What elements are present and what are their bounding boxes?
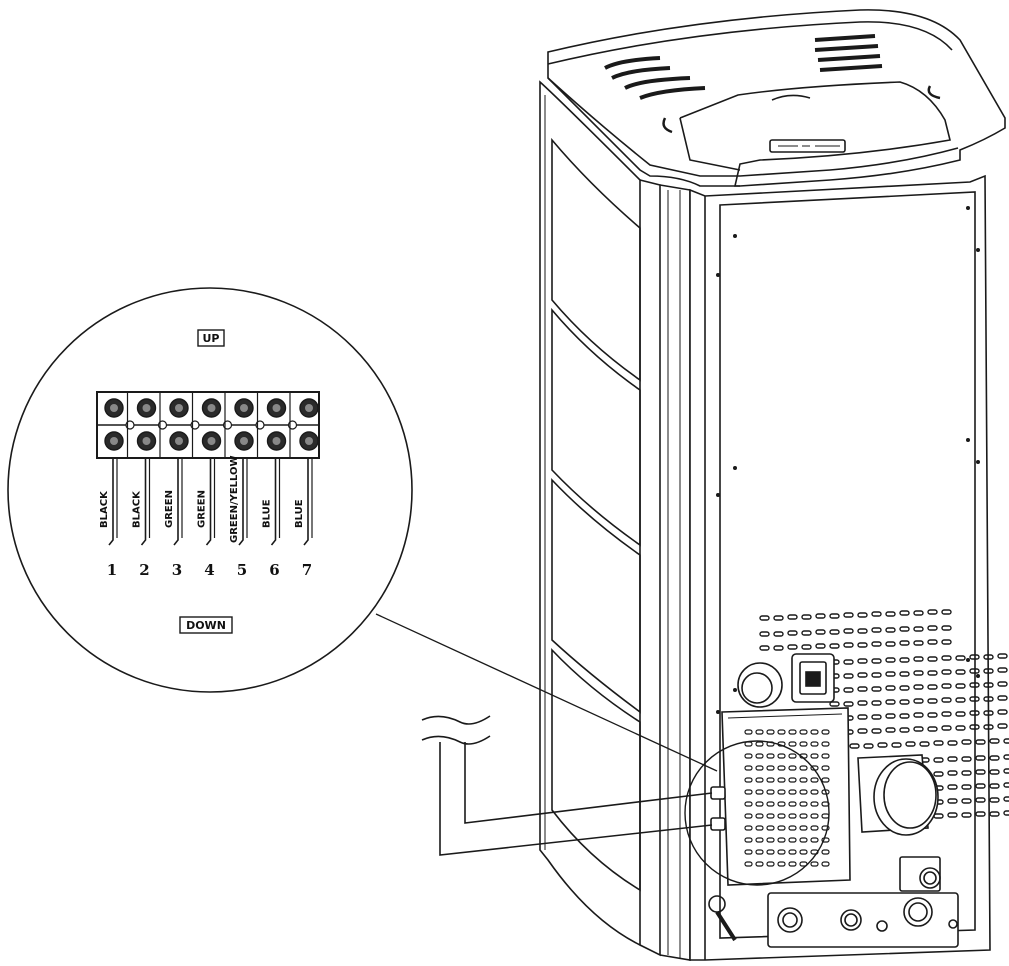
wire	[108, 458, 114, 546]
wire-color-label: BLUE	[262, 499, 273, 528]
wire-color-label: BLACK	[99, 490, 110, 528]
stove-control-knob	[737, 662, 783, 708]
down-label-box	[179, 616, 233, 634]
terminal-number: 6	[269, 561, 279, 579]
terminal-number: 1	[107, 561, 117, 579]
wire-color-label: GREEN/YELLOW	[229, 455, 240, 543]
wire-color-label: BLACK	[132, 490, 143, 528]
power-socket	[791, 653, 835, 703]
wire	[238, 458, 244, 546]
terminal-3: GREEN 3	[159, 392, 200, 579]
wire-color-label: GREEN	[164, 490, 175, 528]
stove-vent-grid	[759, 609, 1009, 819]
down-label: DOWN	[186, 619, 226, 632]
wire-color-label: BLUE	[294, 499, 305, 528]
terminal-7: BLUE 7	[289, 392, 319, 579]
terminal-number: 4	[204, 561, 214, 579]
wire	[173, 458, 179, 546]
terminal-number: 7	[302, 561, 312, 579]
up-label: UP	[203, 332, 220, 345]
wire	[205, 458, 212, 546]
terminal-number: 5	[237, 561, 247, 579]
terminal-5: GREEN/YELLOW 5	[224, 392, 265, 579]
terminal-2: BLACK 2	[126, 392, 168, 579]
stove-side-panels	[539, 80, 691, 961]
terminal-number: 3	[172, 561, 182, 579]
exhaust-pipe	[857, 754, 939, 836]
wire	[140, 458, 147, 546]
stove-body	[539, 9, 1009, 961]
terminal-board-housing	[684, 707, 851, 886]
terminal-1: BLACK 1	[99, 398, 135, 579]
terminal-block-inset: UP DOWN BLACK 1 BLACK 2 GREEN 3 GREEN 4 GREEN/YE…	[7, 287, 413, 693]
up-label-box	[197, 329, 225, 347]
terminal-number: 2	[139, 561, 149, 579]
stove-top-cap	[547, 9, 1006, 187]
bottom-connector-panel	[708, 856, 959, 948]
wire-color-label: GREEN	[197, 490, 208, 528]
wire	[303, 458, 309, 546]
wire	[270, 458, 277, 546]
terminal-4: GREEN 4	[191, 392, 233, 579]
power-cables	[375, 613, 718, 856]
